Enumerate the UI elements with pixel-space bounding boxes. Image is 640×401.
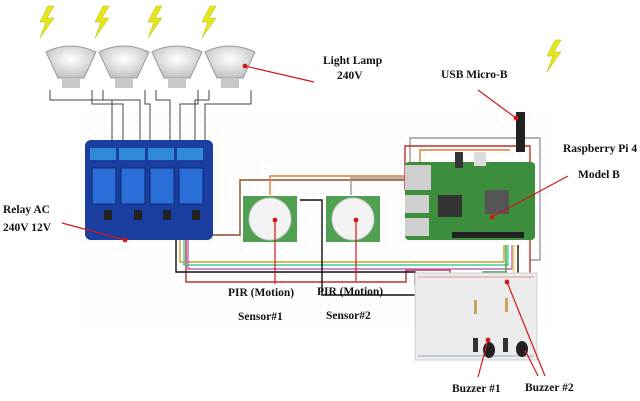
lightning-icon xyxy=(147,5,163,39)
buzzer-2 xyxy=(516,341,528,357)
buzzer2-label: Buzzer #2 xyxy=(525,382,574,394)
raspberry-pi xyxy=(405,112,535,240)
pir1-sensor-label: Sensor#1 xyxy=(238,311,283,323)
lamp-2 xyxy=(98,45,150,88)
relay-label: Relay AC xyxy=(3,204,50,216)
lamps xyxy=(45,45,256,88)
usb-micro-b-label: USB Micro-B xyxy=(441,69,508,81)
pir-sensor-1 xyxy=(243,196,297,242)
lightning-icon xyxy=(546,39,562,73)
lamp-wires xyxy=(49,90,252,140)
pir2-sensor-label: Sensor#2 xyxy=(326,310,371,322)
lightning-icon xyxy=(94,5,110,39)
usb-micro-b-cable xyxy=(516,112,525,152)
light-lamp-voltage-label: 240V xyxy=(337,70,363,82)
pir2-label: PIR (Motion) xyxy=(317,286,383,298)
pir-sensor-2 xyxy=(326,196,380,242)
lamp-3 xyxy=(151,45,203,88)
raspberry-pi-model-label: Model B xyxy=(578,169,620,181)
lightning-icon xyxy=(201,5,217,39)
buzzer1-label: Buzzer #1 xyxy=(452,383,501,395)
pir1-label: PIR (Motion) xyxy=(228,287,294,299)
lightning-icons xyxy=(39,5,562,73)
light-lamp-label: Light Lamp xyxy=(323,55,382,67)
lightning-icon xyxy=(39,5,55,39)
breadboard xyxy=(414,272,538,361)
lamp-4 xyxy=(204,45,256,88)
raspberry-pi-label: Raspberry Pi 4 xyxy=(563,143,637,155)
annotation-arrows xyxy=(61,63,569,378)
relay-module xyxy=(85,140,213,240)
lamp-1 xyxy=(45,45,97,88)
relay-voltage-label: 240V 12V xyxy=(3,222,52,234)
